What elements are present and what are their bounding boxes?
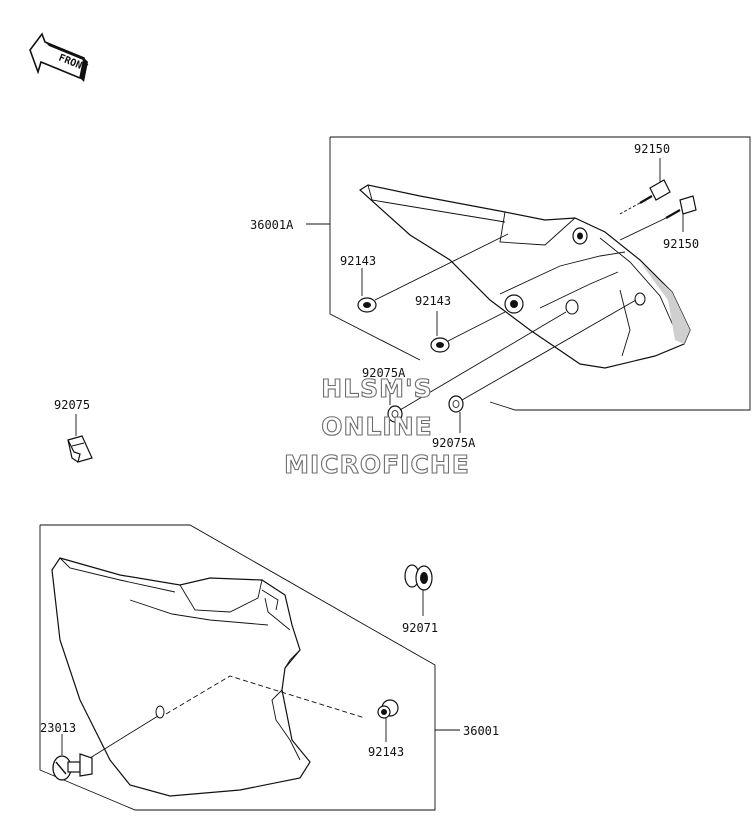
front-arrow-icon: FRONT bbox=[29, 32, 89, 82]
part-number-92143-left: 92143 bbox=[340, 254, 376, 268]
bolt-icon bbox=[617, 179, 671, 216]
part-number-92071: 92071 bbox=[402, 621, 438, 635]
part-number-92075A-top: 92075A bbox=[362, 366, 406, 380]
upper-group-frame-left bbox=[329, 137, 421, 361]
grommet-icon bbox=[357, 297, 377, 313]
watermark-line3: MICROFICHE bbox=[284, 450, 470, 479]
leader-grommet-left bbox=[374, 233, 509, 301]
part-number-92143-mid: 92143 bbox=[415, 294, 451, 308]
screw-icon bbox=[52, 753, 93, 781]
grommet-icon bbox=[377, 699, 399, 719]
watermark: HLSM'S ONLINE MICROFICHE bbox=[284, 373, 470, 479]
clip-icon bbox=[67, 435, 93, 463]
leader-grommet-mid bbox=[447, 311, 506, 342]
part-number-36001A: 36001A bbox=[250, 218, 294, 232]
lower-group-frame bbox=[39, 524, 436, 811]
part-number-92143-lower: 92143 bbox=[368, 745, 404, 759]
grommet-icon bbox=[404, 564, 433, 591]
watermark-line2: ONLINE bbox=[321, 412, 432, 441]
dashed-guide bbox=[165, 675, 366, 719]
leader-collar-top bbox=[399, 311, 567, 411]
part-number-23013: 23013 bbox=[40, 721, 76, 735]
leader-collar-bottom bbox=[461, 299, 637, 401]
watermark-line1: HLSM'S bbox=[321, 374, 432, 403]
leader-screw bbox=[89, 715, 159, 759]
bolt-icon bbox=[619, 195, 697, 241]
part-number-92150-top: 92150 bbox=[634, 142, 670, 156]
part-number-92150-right: 92150 bbox=[663, 237, 699, 251]
part-number-36001: 36001 bbox=[463, 724, 499, 738]
upper-group-frame bbox=[330, 136, 751, 411]
part-number-92075: 92075 bbox=[54, 398, 90, 412]
collar-icon bbox=[387, 405, 403, 423]
collar-icon bbox=[448, 395, 464, 413]
side-cover-upper bbox=[359, 184, 691, 369]
side-cover-lower bbox=[51, 557, 311, 797]
part-number-92075A-bottom: 92075A bbox=[432, 436, 476, 450]
grommet-icon bbox=[430, 337, 450, 353]
